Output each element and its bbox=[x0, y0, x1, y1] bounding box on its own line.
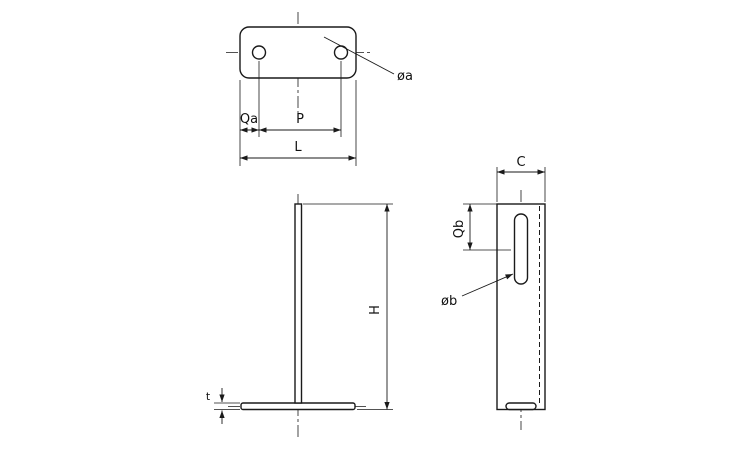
hole-diameter-leader bbox=[323, 36, 395, 75]
hole-left bbox=[251, 45, 267, 60]
top-view: øa Qa P L bbox=[226, 12, 413, 166]
dim-label-width: C bbox=[516, 155, 525, 170]
front-view: H t bbox=[206, 194, 393, 438]
dim-label-hole-spacing: P bbox=[296, 112, 304, 127]
dim-label-slot-offset: Qb bbox=[452, 220, 467, 238]
slot-outline bbox=[513, 213, 529, 285]
side-view: C Qb øb bbox=[441, 155, 546, 430]
base-flange-front bbox=[240, 402, 356, 411]
dim-label-thickness: t bbox=[206, 390, 211, 403]
dim-label-hole-diameter: øa bbox=[397, 69, 413, 84]
dim-label-height: H bbox=[368, 305, 383, 315]
dim-label-slot-diameter: øb bbox=[441, 294, 457, 309]
base-flange-side bbox=[505, 402, 537, 411]
slot-diameter-leader bbox=[461, 273, 514, 297]
vertical-web-front bbox=[294, 203, 303, 404]
dim-label-overall-length: L bbox=[294, 140, 302, 155]
plate-outline bbox=[239, 26, 357, 79]
dim-label-edge-to-hole: Qa bbox=[240, 112, 258, 127]
